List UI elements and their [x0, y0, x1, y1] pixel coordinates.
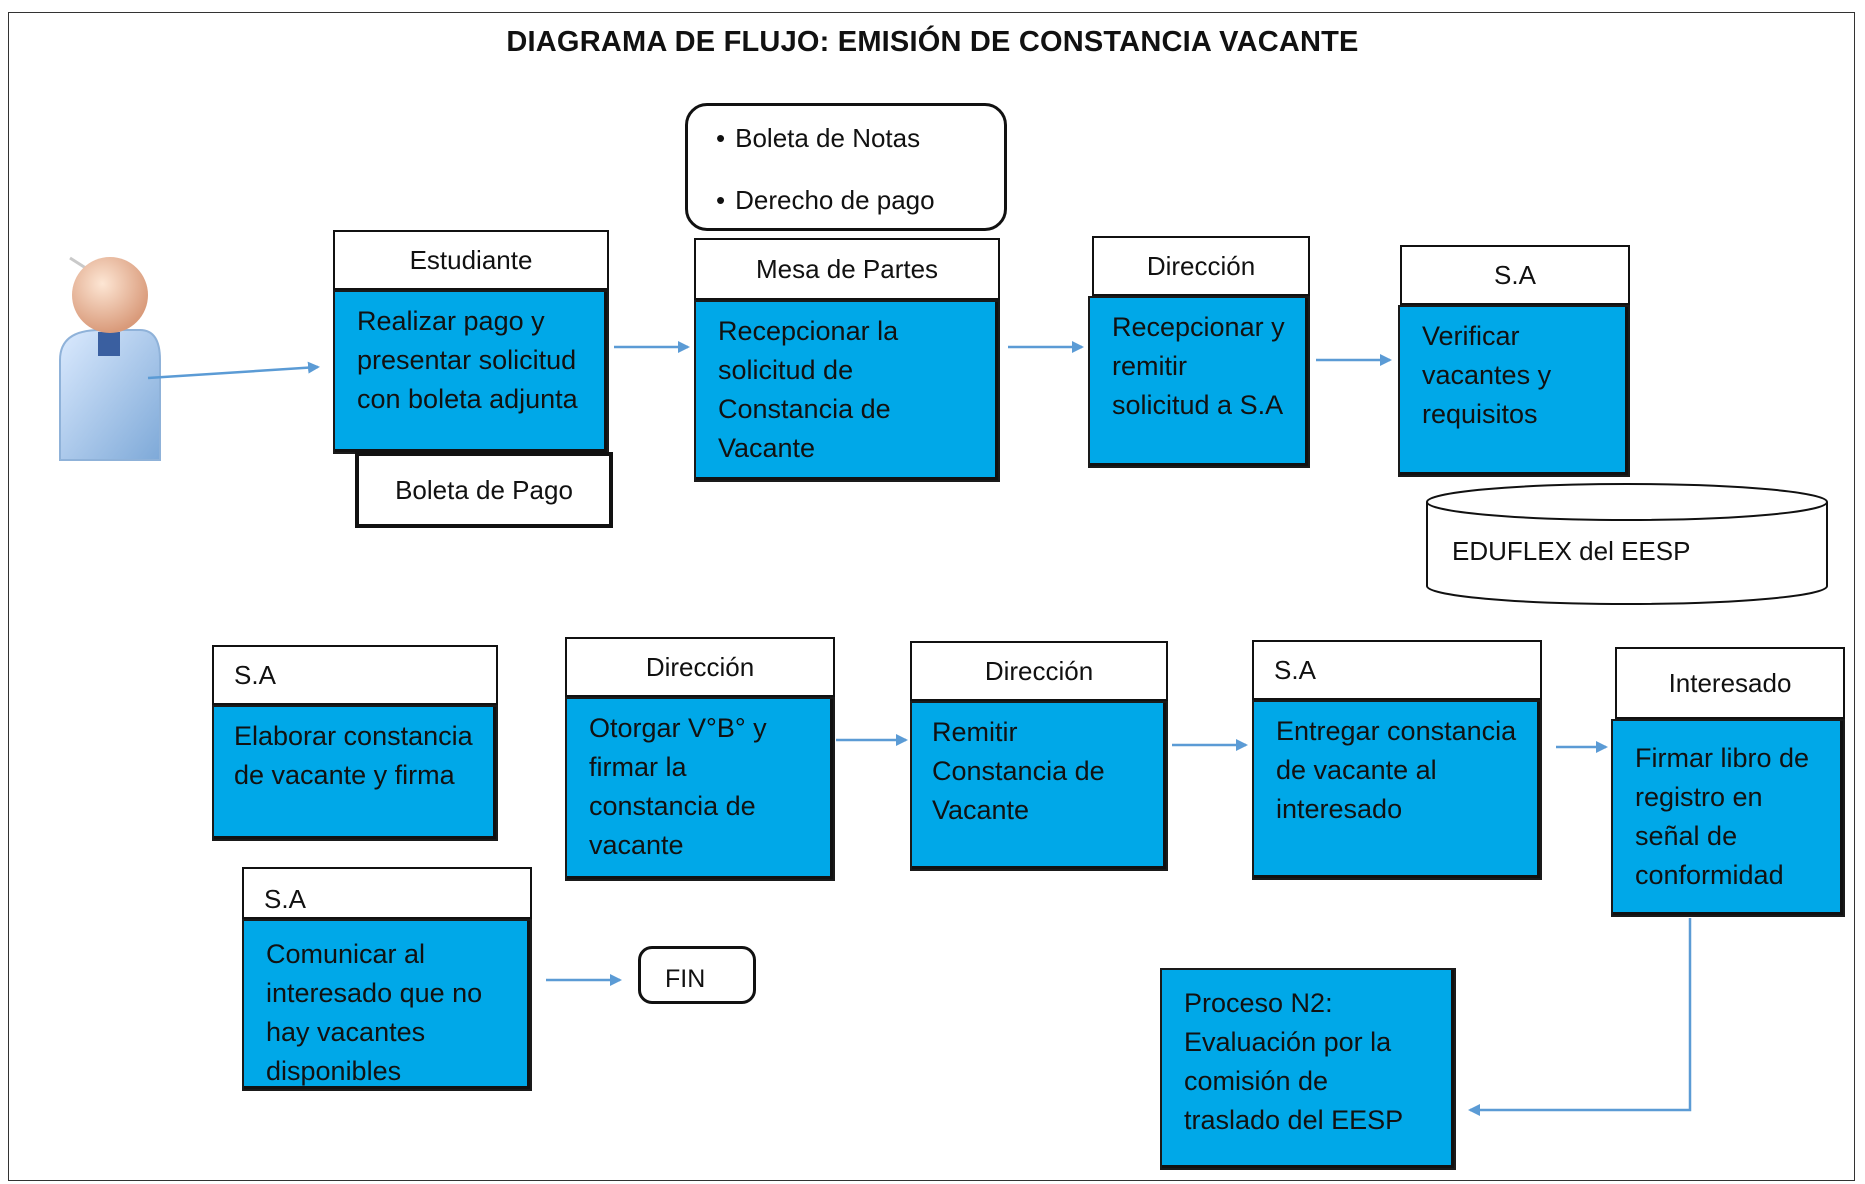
role-header-interesado: Interesado [1615, 647, 1845, 719]
process-remitir-constancia: Remitir Constancia de Vacante [910, 701, 1168, 871]
role-header-mesa-de-partes: Mesa de Partes [694, 238, 1000, 300]
required-documents-box: Boleta de Notas Derecho de pago [685, 103, 1007, 231]
diagram-title: DIAGRAMA DE FLUJO: EMISIÓN DE CONSTANCIA… [506, 26, 1359, 58]
attachment-boleta-de-pago: Boleta de Pago [355, 452, 613, 528]
process-proceso-n2: Proceso N2: Evaluación por la comisión d… [1160, 968, 1456, 1170]
role-header-sa-entregar: S.A [1252, 640, 1542, 700]
database-cylinder [1426, 483, 1828, 605]
process-recepcionar-remitir: Recepcionar y remitir solicitud a S.A [1088, 296, 1310, 468]
process-elaborar-constancia: Elaborar constancia de vacante y firma [212, 705, 498, 841]
role-header-sa-elaborar: S.A [212, 645, 498, 705]
database-label: EDUFLEX del EESP [1452, 536, 1691, 566]
document-item: Boleta de Notas [716, 120, 1004, 182]
arrow-interesado-to-proceso-n2 [1468, 918, 1692, 1116]
process-firmar-libro: Firmar libro de registro en señal de con… [1611, 719, 1845, 917]
process-realizar-pago: Realizar pago y presentar solicitud con … [333, 290, 609, 454]
diagram-frame [8, 12, 1855, 1181]
role-header-direccion: Dirección [1092, 236, 1310, 296]
process-recepcionar-solicitud: Recepcionar la solicitud de Constancia d… [694, 300, 1000, 482]
arrow-actor-to-estudiante [147, 361, 320, 380]
role-header-direccion-remitir: Dirección [910, 641, 1168, 701]
process-comunicar-no-vacantes: Comunicar al interesado que no hay vacan… [242, 919, 532, 1091]
process-verificar-vacantes: Verificar vacantes y requisitos [1398, 305, 1630, 477]
role-header-estudiante: Estudiante [333, 230, 609, 290]
process-otorgar-vb: Otorgar V°B° y firmar la constancia de v… [565, 697, 835, 881]
document-item: Derecho de pago [716, 182, 1004, 244]
role-header-direccion-otorgar: Dirección [565, 637, 835, 697]
process-entregar-constancia: Entregar constancia de vacante al intere… [1252, 700, 1542, 880]
role-header-sa-comunicar: S.A [242, 867, 532, 919]
end-terminal: FIN [638, 946, 756, 1004]
role-header-sa: S.A [1400, 245, 1630, 305]
person-icon [59, 256, 161, 461]
